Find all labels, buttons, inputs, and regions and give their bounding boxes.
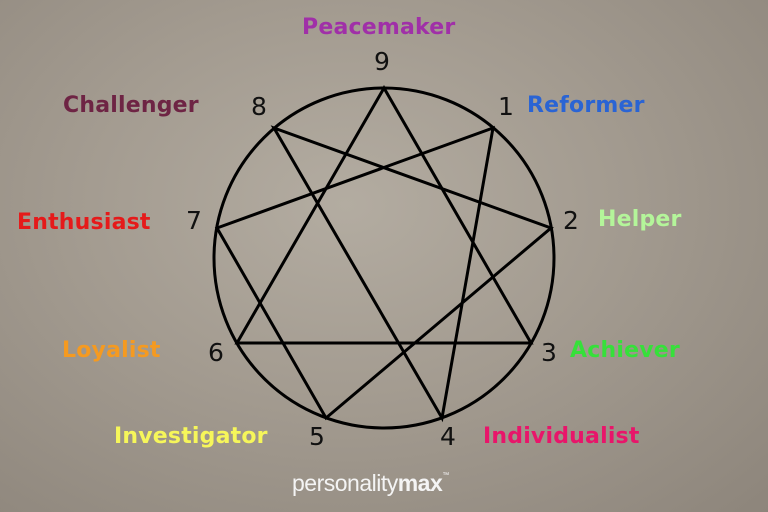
type-number-3: 3 [541,338,557,367]
type-number-2: 2 [563,206,579,235]
type-label-peacemaker: Peacemaker [302,15,456,40]
logo-text-bold: max [397,470,443,496]
type-label-enthusiast: Enthusiast [17,210,151,235]
type-label-loyalist: Loyalist [62,338,161,363]
type-number-6: 6 [208,338,224,367]
type-number-8: 8 [251,92,267,121]
trademark-mark: ™ [442,472,449,479]
personalitymax-logo: personalitymax™ [292,470,449,497]
type-number-4: 4 [440,422,456,451]
type-label-individualist: Individualist [483,424,640,449]
type-label-reformer: Reformer [527,93,645,118]
triangle-lines [234,84,534,345]
logo-text-light: personality [292,470,398,496]
type-label-investigator: Investigator [114,424,268,449]
type-number-5: 5 [309,422,325,451]
type-number-1: 1 [498,92,514,121]
type-label-achiever: Achiever [570,338,680,363]
type-number-9: 9 [374,47,390,76]
type-number-7: 7 [186,206,202,235]
enneagram-circle [212,86,556,430]
type-label-challenger: Challenger [63,93,199,118]
hexad-lines [214,125,554,423]
type-label-helper: Helper [598,207,682,232]
